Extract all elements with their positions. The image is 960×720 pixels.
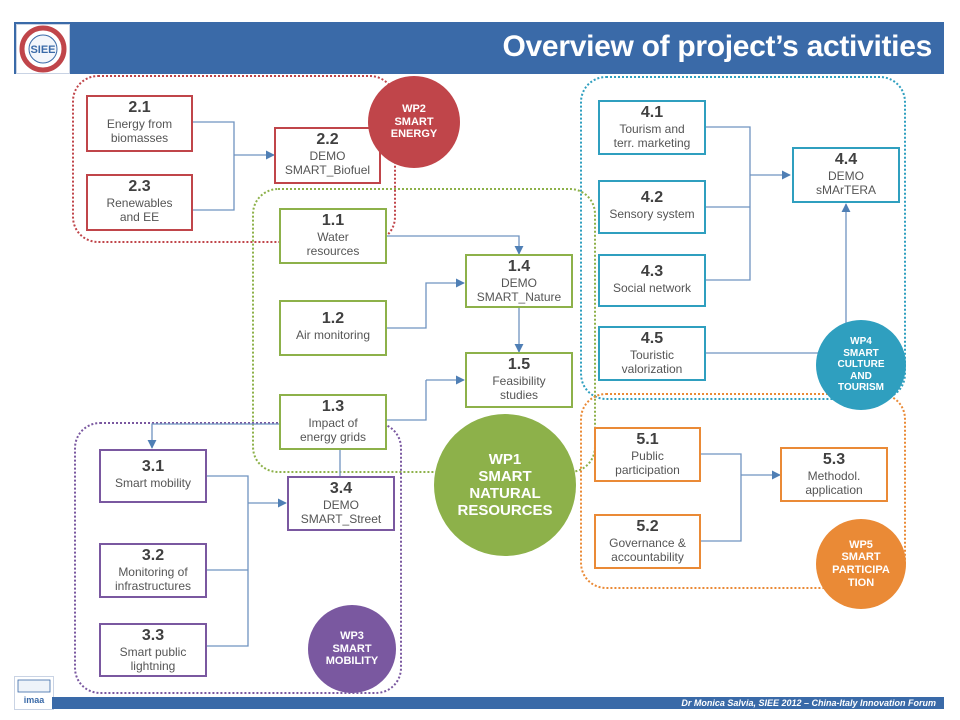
activity-4-4: 4.4 DEMO sMArTERA	[792, 147, 900, 203]
wp1-circle: WP1 SMART NATURAL RESOURCES	[434, 414, 576, 556]
activity-number: 3.2	[141, 547, 165, 564]
activity-2-3: 2.3 Renewables and EE	[86, 174, 193, 231]
activity-label: Smart public lightning	[119, 645, 187, 673]
activity-number: 1.1	[321, 212, 345, 229]
activity-1-5: 1.5 Feasibility studies	[465, 352, 573, 408]
activity-1-4: 1.4 DEMO SMART_Nature	[465, 254, 573, 308]
footer-author: Dr Monica Salvia	[681, 698, 754, 708]
activity-3-3: 3.3 Smart public lightning	[99, 623, 207, 677]
activity-number: 5.2	[636, 518, 659, 535]
activity-number: 2.1	[128, 99, 151, 116]
activity-4-5: 4.5 Touristic valorization	[598, 326, 706, 381]
activity-label: Smart mobility	[114, 476, 191, 490]
connector-1-1-to-1-4	[387, 235, 524, 255]
wp1-label: WP1 SMART NATURAL RESOURCES	[457, 450, 553, 520]
activity-label: Governance & accountability	[609, 536, 686, 564]
activity-1-3: 1.3 Impact of energy grids	[279, 394, 387, 450]
activity-5-1: 5.1 Public participation	[594, 427, 701, 482]
wp5-circle: WP5 SMART PARTICIPA TION	[816, 519, 906, 609]
wp2-circle: WP2 SMART ENERGY	[368, 76, 460, 168]
activity-label: Feasibility studies	[492, 374, 546, 402]
siee-logo-icon: SIEE	[19, 25, 67, 73]
siee-logo: SIEE	[16, 24, 70, 74]
activity-label: Touristic valorization	[621, 348, 683, 376]
wp3-group	[74, 422, 402, 694]
activity-label: Water resources	[306, 230, 360, 258]
wp2-label: WP2 SMART ENERGY	[390, 103, 438, 141]
connector-4-5-to-4-4	[706, 203, 851, 354]
activity-3-1: 3.1 Smart mobility	[99, 449, 207, 503]
connector-1-2-to-1-4	[387, 278, 465, 329]
activity-5-2: 5.2 Governance & accountability	[594, 514, 701, 569]
activity-label: Monitoring of infrastructures	[114, 565, 192, 593]
activity-number: 4.2	[640, 189, 664, 206]
activity-number: 2.3	[128, 178, 151, 195]
footer-bar: Dr Monica Salvia, SIEE 2012 – China-Ital…	[52, 697, 944, 709]
wp5-group	[580, 393, 906, 589]
activity-label: Renewables and EE	[106, 196, 173, 224]
wp3-circle: WP3 SMART MOBILITY	[308, 605, 396, 693]
activity-label: Sensory system	[609, 207, 695, 221]
activity-number: 3.4	[329, 480, 353, 497]
activity-number: 4.4	[834, 151, 858, 168]
activity-4-2: 4.2 Sensory system	[598, 180, 706, 234]
activity-label: Impact of energy grids	[299, 416, 367, 444]
header-bar: Overview of project’s activities	[14, 22, 944, 74]
imaa-logo-icon: imaa	[17, 679, 51, 705]
activity-2-2: 2.2 DEMO SMART_Biofuel	[274, 127, 381, 184]
activity-label: DEMO SMART_Nature	[476, 276, 562, 304]
activity-number: 4.1	[640, 104, 664, 121]
activity-label: Air monitoring	[295, 328, 371, 342]
activity-1-2: 1.2 Air monitoring	[279, 300, 387, 356]
activity-number: 1.4	[507, 258, 531, 275]
connector-1-3-up	[387, 380, 427, 421]
activity-number: 3.1	[141, 458, 165, 475]
siee-logo-text: SIEE	[30, 44, 55, 56]
activity-2-1: 2.1 Energy from biomasses	[86, 95, 193, 152]
activity-label: DEMO SMART_Biofuel	[284, 149, 371, 177]
activity-number: 4.5	[640, 330, 664, 347]
wp4-group	[580, 76, 906, 400]
imaa-logo-text: imaa	[24, 695, 46, 705]
activity-3-2: 3.2 Monitoring of infrastructures	[99, 543, 207, 598]
activity-4-1: 4.1 Tourism and terr. marketing	[598, 100, 706, 155]
connector-wp4-bracket	[706, 126, 751, 281]
activity-number: 1.3	[321, 398, 345, 415]
activity-label: Tourism and terr. marketing	[613, 122, 691, 150]
imaa-logo: imaa	[14, 676, 54, 710]
activity-3-4: 3.4 DEMO SMART_Street	[287, 476, 395, 531]
activity-label: DEMO SMART_Street	[300, 498, 382, 526]
activity-label: Social network	[612, 281, 692, 295]
connector-wp2-bracket	[193, 121, 235, 211]
footer-event: , SIEE 2012 – China-Italy Innovation For…	[753, 698, 936, 708]
activity-number: 2.2	[316, 131, 339, 148]
wp3-label: WP3 SMART MOBILITY	[325, 630, 379, 668]
activity-number: 1.2	[321, 310, 345, 327]
slide-title: Overview of project’s activities	[502, 30, 933, 63]
wp4-label: WP4 SMART CULTURE AND TOURISM	[837, 336, 885, 394]
activity-1-1: 1.1 Water resources	[279, 208, 387, 264]
connector-wp5-bracket	[701, 453, 742, 542]
activity-label: Methodol. application	[805, 469, 863, 497]
wp5-label: WP5 SMART PARTICIPA TION	[832, 538, 890, 589]
connector-wp3-bracket	[207, 475, 249, 647]
activity-number: 3.3	[141, 627, 165, 644]
activity-5-3: 5.3 Methodol. application	[780, 447, 888, 502]
activity-number: 5.3	[822, 451, 846, 468]
activity-number: 5.1	[636, 431, 659, 448]
wp1-group	[252, 188, 596, 473]
activity-4-3: 4.3 Social network	[598, 254, 706, 307]
activity-label: DEMO sMArTERA	[816, 169, 876, 197]
activity-number: 4.3	[640, 263, 664, 280]
wp4-circle: WP4 SMART CULTURE AND TOURISM	[816, 320, 906, 410]
connector-1-3-to-3-1	[147, 423, 310, 449]
activity-label: Public participation	[615, 449, 680, 477]
footer-credit: Dr Monica Salvia, SIEE 2012 – China-Ital…	[681, 697, 936, 709]
activity-label: Energy from biomasses	[106, 117, 173, 145]
activity-number: 1.5	[507, 356, 531, 373]
